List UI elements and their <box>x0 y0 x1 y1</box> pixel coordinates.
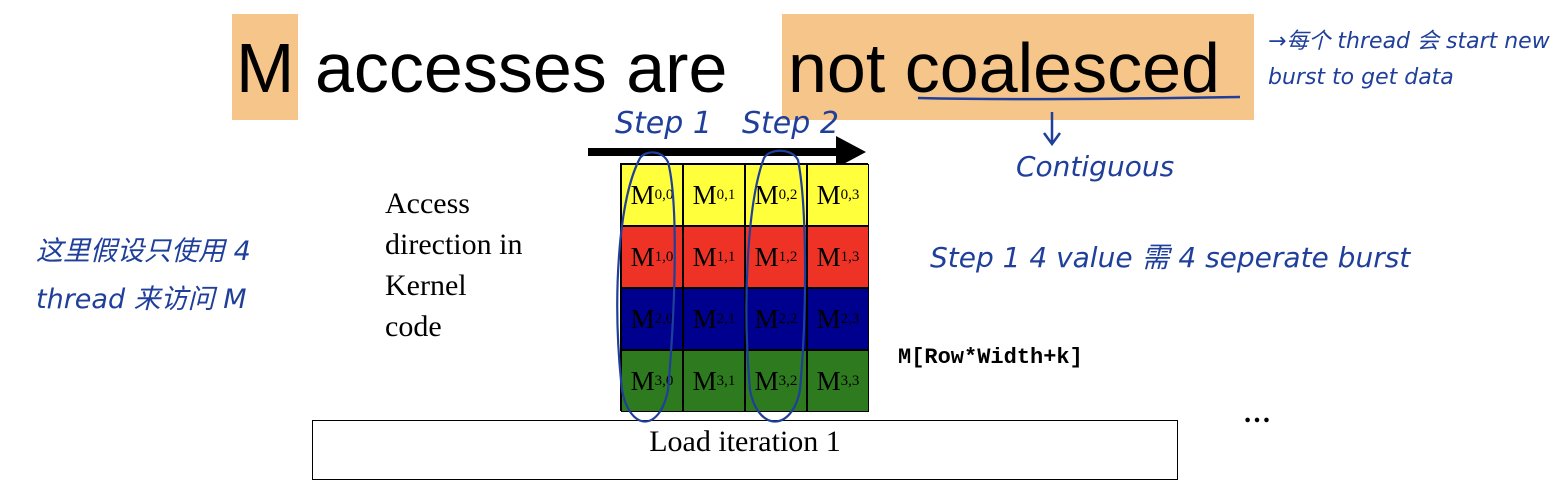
load-iteration-box: Load iteration 1 <box>312 420 1178 480</box>
matrix-cell-index: 3,2 <box>778 372 798 389</box>
handwriting-step-1: Step 1 <box>615 106 712 141</box>
matrix-cell-index: 2,1 <box>716 310 736 327</box>
matrix-cell-index: 3,1 <box>716 372 736 389</box>
matrix-cell-letter: M <box>692 241 717 272</box>
matrix-cell-letter: M <box>754 365 779 396</box>
matrix-cell-index: 0,3 <box>840 186 860 203</box>
handwriting-right-note: Step 1 4 value 需 4 seperate burst <box>930 241 1411 274</box>
matrix-cell-letter: M <box>630 303 655 334</box>
matrix-cell-letter: M <box>630 179 655 210</box>
handwriting-step-2: Step 2 <box>742 106 839 141</box>
matrix-cell-index: 1,3 <box>840 248 860 265</box>
matrix-cell-letter: M <box>754 303 779 334</box>
load-iteration-label: Load iteration 1 <box>649 425 841 458</box>
matrix-cell-index: 2,3 <box>840 310 860 327</box>
access-direction-line-2: direction in <box>385 228 523 261</box>
title-word-accesses-are: accesses are <box>315 29 728 107</box>
matrix-cell-letter: M <box>630 365 655 396</box>
access-direction-line-1: Access <box>385 187 470 220</box>
title-word-m: M <box>236 29 295 107</box>
matrix-cell-index: 2,2 <box>778 310 798 327</box>
matrix-cell-index: 1,1 <box>716 248 736 265</box>
matrix-cell-letter: M <box>692 303 717 334</box>
access-direction-label: Access direction in Kernel code <box>385 183 585 347</box>
matrix-cell-letter: M <box>754 179 779 210</box>
matrix-cell-index: 0,0 <box>654 186 674 203</box>
code-expression: M[Row*Width+k] <box>898 345 1083 370</box>
matrix-cell-letter: M <box>692 365 717 396</box>
matrix-cell-letter: M <box>816 365 841 396</box>
matrix-cell-index: 1,0 <box>654 248 674 265</box>
ellipsis: … <box>1243 398 1271 429</box>
handwriting-top-right-note: →每个 thread 会 start new burst to get data <box>1268 29 1550 90</box>
matrix-cell-index: 3,0 <box>654 372 674 389</box>
matrix-cell-letter: M <box>630 241 655 272</box>
matrix-cell-letter: M <box>754 241 779 272</box>
matrix-cell-index: 0,2 <box>778 186 798 203</box>
access-direction-line-3: Kernel <box>385 269 467 302</box>
access-direction-arrow-shaft <box>588 148 844 156</box>
matrix-cell-index: 0,1 <box>716 186 736 203</box>
matrix-cell-letter: M <box>816 241 841 272</box>
matrix-cell-letter: M <box>692 179 717 210</box>
access-direction-arrow-head <box>836 136 866 168</box>
handwriting-contiguous: Contiguous <box>1016 150 1175 183</box>
matrix-cell-letter: M <box>816 179 841 210</box>
matrix-cell-index: 2,0 <box>654 310 674 327</box>
matrix-cell-letter: M <box>816 303 841 334</box>
handwriting-left-note: 这里假设只使用 4 thread 来访问 M <box>36 236 251 315</box>
matrix-cell-index: 3,3 <box>840 372 860 389</box>
access-direction-line-4: code <box>385 310 442 343</box>
title-word-not-coalesced: not coalesced <box>788 29 1220 107</box>
title-highlight-m <box>232 14 298 120</box>
matrix-cell-index: 1,2 <box>778 248 798 265</box>
title-highlight-not-coalesced <box>782 14 1254 120</box>
